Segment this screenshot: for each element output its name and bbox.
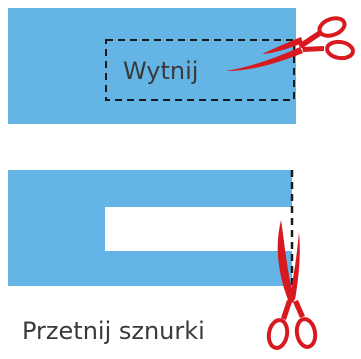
bottom-panel: Przetnij sznurki <box>8 170 318 350</box>
cut-strings-label: Przetnij sznurki <box>22 317 205 345</box>
top-blue-panel <box>8 8 296 124</box>
top-panel: Wytnij <box>8 8 355 124</box>
string-slot <box>105 207 292 251</box>
bottom-blue-panel <box>8 170 292 286</box>
cut-out-dashed-outline <box>105 39 295 101</box>
scissors-icon <box>266 220 318 350</box>
cut-out-label: Wytnij <box>123 57 198 85</box>
scissors-icon <box>226 16 355 71</box>
